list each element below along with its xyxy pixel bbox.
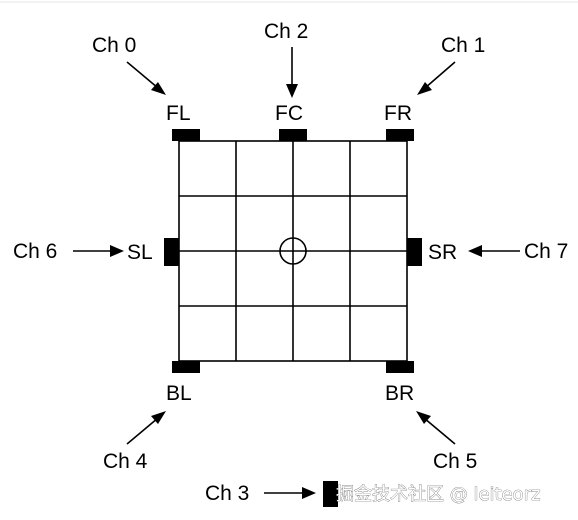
channel-labels: Ch 0 Ch 2 Ch 1 Ch 6 Ch 7 Ch 4 Ch 5 Ch 3 xyxy=(13,20,568,505)
speaker-back-right xyxy=(386,361,414,373)
speaker-front-right xyxy=(386,129,414,141)
label-bl: BL xyxy=(166,382,192,405)
arrow-ch6-head xyxy=(110,245,124,257)
listener-position-circle xyxy=(279,237,307,265)
arrow-ch5-line xyxy=(423,417,456,445)
arrow-ch3-head xyxy=(302,487,316,499)
speaker-front-left xyxy=(172,129,200,141)
arrow-ch2-head xyxy=(286,84,298,98)
arrow-ch0-line xyxy=(126,61,159,89)
speakers xyxy=(164,129,422,507)
arrow-ch4-line xyxy=(126,417,159,445)
room-grid xyxy=(178,140,408,362)
label-ch4: Ch 4 xyxy=(103,450,148,473)
label-fr: FR xyxy=(384,102,412,125)
label-ch1: Ch 1 xyxy=(441,34,485,57)
arrow-ch1-line xyxy=(424,61,456,89)
arrow-ch0-head xyxy=(151,82,166,95)
label-br: BR xyxy=(385,382,414,405)
label-fc: FC xyxy=(275,102,303,125)
arrow-ch4-head xyxy=(151,411,166,424)
label-ch7: Ch 7 xyxy=(524,240,568,263)
speaker-back-left xyxy=(172,361,200,373)
label-fl: FL xyxy=(166,102,191,125)
speaker-front-center xyxy=(279,129,307,141)
watermark-text: 掘金技术社区 @ leiteorz xyxy=(336,484,541,505)
speaker-labels: FL FC FR SL SR BL BR xyxy=(127,102,457,405)
label-sl: SL xyxy=(127,241,153,264)
channel-arrows xyxy=(73,47,520,499)
speaker-side-right xyxy=(407,238,422,266)
arrow-ch1-head xyxy=(417,82,432,95)
arrow-ch5-head xyxy=(416,411,431,424)
arrow-ch7-head xyxy=(468,245,482,257)
label-ch0: Ch 0 xyxy=(92,34,136,57)
label-ch2: Ch 2 xyxy=(264,20,308,43)
label-ch3: Ch 3 xyxy=(205,482,249,505)
speaker-side-left xyxy=(164,238,179,266)
label-sr: SR xyxy=(428,241,457,264)
label-ch6: Ch 6 xyxy=(13,240,57,263)
label-ch5: Ch 5 xyxy=(433,450,477,473)
speaker-lfe xyxy=(323,481,338,507)
